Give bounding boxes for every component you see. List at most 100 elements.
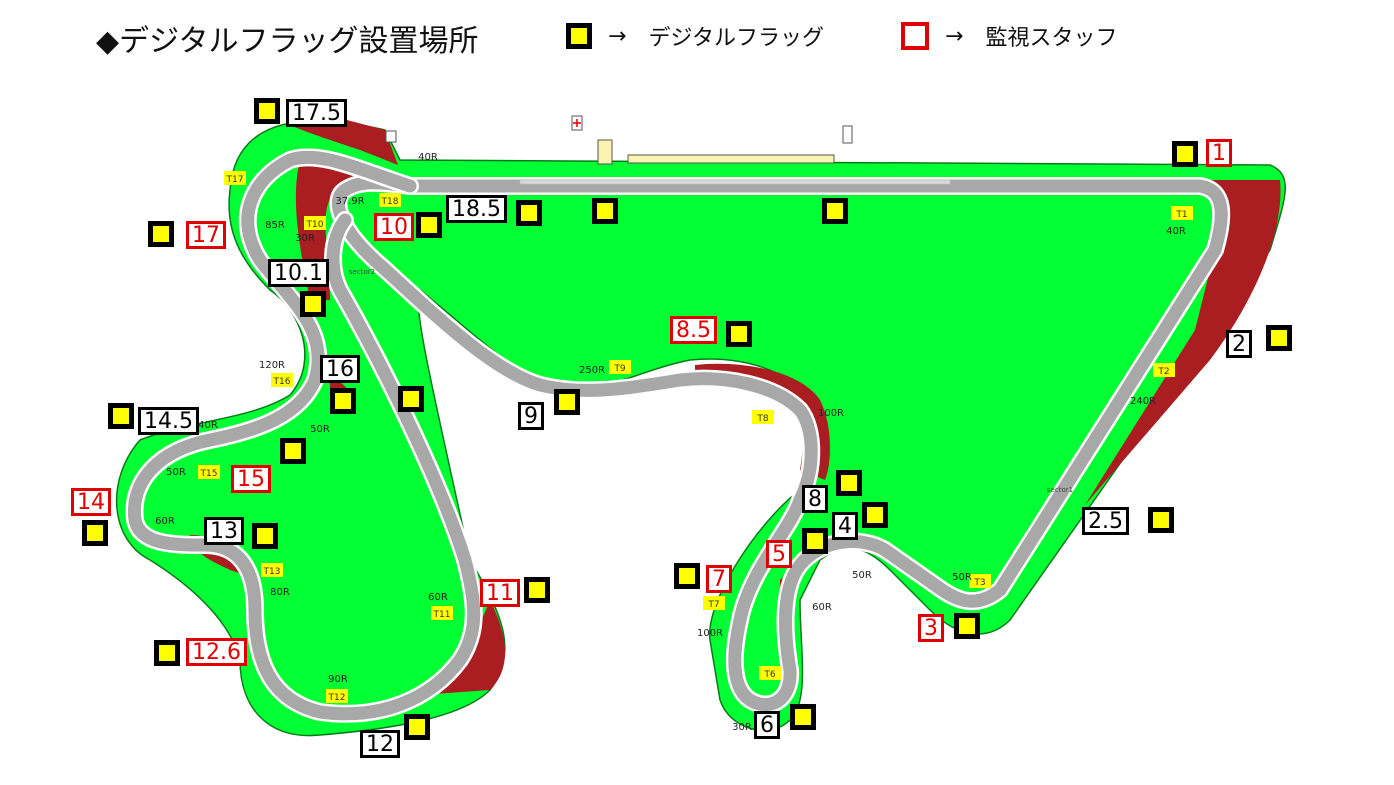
legend-arrow: → xyxy=(945,23,964,49)
corner-radius-label: 120R xyxy=(259,360,285,371)
digital-flag-icon xyxy=(82,520,108,546)
corner-radius-label: 37.9R xyxy=(335,196,364,207)
turn-marker xyxy=(224,171,246,185)
post-label: 5 xyxy=(766,540,792,568)
post-label: 14 xyxy=(71,488,111,516)
turn-marker xyxy=(703,596,725,610)
post-label: 17 xyxy=(186,221,226,249)
digital-flag-icon xyxy=(280,438,306,464)
digital-flag-icon xyxy=(726,321,752,347)
turn-marker xyxy=(1153,363,1175,377)
post-label: 12.6 xyxy=(186,638,247,666)
turn-label: T7 xyxy=(707,600,719,610)
post-label: 1 xyxy=(1206,139,1232,167)
digital-flag-icon xyxy=(822,198,848,224)
digital-flag-icon xyxy=(398,386,424,412)
digital-flag-icon xyxy=(790,704,816,730)
digital-flag-icon xyxy=(954,613,980,639)
legend-digital-flag-label: デジタルフラッグ xyxy=(648,26,824,51)
digital-flag-icon xyxy=(416,212,442,238)
post-label: 4 xyxy=(832,512,858,540)
digital-flag-icon xyxy=(674,563,700,589)
pit-buildings xyxy=(385,115,951,185)
post-label: 9 xyxy=(518,402,544,430)
turn-label: T12 xyxy=(328,693,346,703)
turn-label: T3 xyxy=(973,578,985,588)
turn-marker xyxy=(752,410,774,424)
corner-radius-label: 60R xyxy=(812,602,832,613)
turn-label: T17 xyxy=(226,175,244,185)
turn-label: T9 xyxy=(613,364,625,374)
post-label: 7 xyxy=(706,565,732,593)
turn-label: T8 xyxy=(756,414,768,424)
corner-radius-label: 90R xyxy=(328,674,348,685)
post-label: 6 xyxy=(754,711,780,739)
corner-radius-label: 50R xyxy=(852,570,872,581)
turn-marker xyxy=(1171,206,1193,220)
legend-staff: → 監視スタッフ xyxy=(901,20,1117,52)
post-label: 2 xyxy=(1226,330,1252,358)
turn-label: T16 xyxy=(273,377,291,387)
digital-flag-icon xyxy=(1266,325,1292,351)
post-label: 10 xyxy=(374,213,414,241)
digital-flag-icon xyxy=(516,200,542,226)
digital-flag-icon xyxy=(836,470,862,496)
legend-digital-flag: → デジタルフラッグ xyxy=(566,20,824,52)
turn-marker xyxy=(609,360,631,374)
digital-flag-icon xyxy=(330,388,356,414)
post-label: 18.5 xyxy=(446,195,507,223)
turn-label: T13 xyxy=(263,567,281,577)
post-label: 2.5 xyxy=(1082,507,1129,535)
turn-label: T18 xyxy=(381,197,399,207)
corner-radius-label: 50R xyxy=(166,467,186,478)
turn-marker xyxy=(379,193,401,207)
corner-radius-label: 30R xyxy=(732,722,752,733)
digital-flag-icon xyxy=(108,403,134,429)
post-label: 17.5 xyxy=(286,99,347,127)
digital-flag-icon xyxy=(802,528,828,554)
corner-radius-label: 60R xyxy=(155,516,175,527)
corner-radius-label: 250R xyxy=(579,365,605,376)
corner-radius-label: 100R xyxy=(697,628,723,639)
sector-label: sector1 xyxy=(1047,486,1073,494)
post-label: 8.5 xyxy=(670,316,717,344)
digital-flag-icon xyxy=(154,640,180,666)
turn-label: T11 xyxy=(433,610,451,620)
post-label: 16 xyxy=(320,355,360,383)
digital-flag-icon xyxy=(524,577,550,603)
corner-radius-label: 240R xyxy=(1130,396,1156,407)
corner-radius-label: 80R xyxy=(270,587,290,598)
staff-post-icon xyxy=(901,22,929,50)
corner-radius-label: 40R xyxy=(198,420,218,431)
post-label: 15 xyxy=(231,465,271,493)
corner-radius-label: 100R xyxy=(818,408,844,419)
digital-flag-icon xyxy=(300,291,326,317)
legend-arrow: → xyxy=(608,23,627,49)
turn-marker xyxy=(969,574,991,588)
post-label: 11 xyxy=(480,579,520,607)
post-label: 12 xyxy=(360,730,400,758)
page-title: ◆デジタルフラッグ設置場所 xyxy=(96,24,479,59)
post-label: 13 xyxy=(204,517,244,545)
digital-flag-icon xyxy=(254,98,280,124)
digital-flag-icon xyxy=(148,221,174,247)
turn-label: T10 xyxy=(306,220,324,230)
turn-label: T15 xyxy=(200,469,218,479)
turn-label: T1 xyxy=(1175,210,1187,220)
turn-marker xyxy=(198,465,220,479)
post-label: 8 xyxy=(802,485,828,513)
digital-flag-icon xyxy=(862,502,888,528)
corner-radius-label: 30R xyxy=(295,233,315,244)
turn-marker xyxy=(304,216,326,230)
corner-radius-label: 40R xyxy=(1166,226,1186,237)
digital-flag-icon xyxy=(592,198,618,224)
turn-marker xyxy=(326,689,348,703)
turn-marker xyxy=(759,666,781,680)
turn-marker xyxy=(261,563,283,577)
corner-radius-label: 60R xyxy=(428,592,448,603)
digital-flag-icon xyxy=(1172,141,1198,167)
corner-radius-label: 85R xyxy=(265,220,285,231)
